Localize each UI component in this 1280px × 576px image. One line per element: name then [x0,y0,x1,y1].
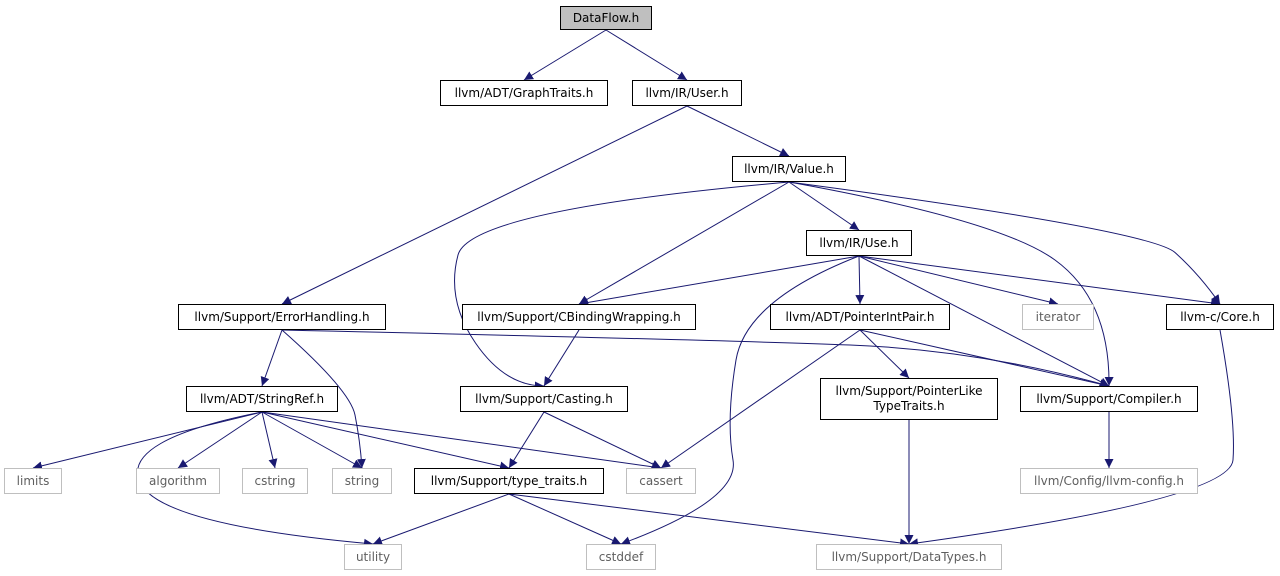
edge-use-to-pointerintpair [855,255,865,305]
edge-stringref-to-cstring [261,411,278,469]
edge-value-to-compiler [788,181,1114,387]
edge-user-to-errorhandling [281,105,688,305]
edge-cbindingwrapping-to-casting [543,329,580,387]
edge-core-to-datatypes [908,329,1234,548]
edge-use-to-cbindingwrapping [578,255,860,307]
node-compiler[interactable]: llvm/Support/Compiler.h [1020,386,1198,412]
edge-pointerintpair-to-pointerliketypetraits [859,329,910,379]
edge-pointerintpair-to-cassert [660,329,861,469]
node-core[interactable]: llvm-c/Core.h [1166,304,1274,330]
node-type-traits[interactable]: llvm/Support/type_traits.h [414,468,604,494]
node-string: string [332,468,392,494]
node-cassert: cassert [626,468,696,494]
edge-dataflow-to-user [605,29,688,81]
node-casting[interactable]: llvm/Support/Casting.h [460,386,628,412]
node-graphtraits[interactable]: llvm/ADT/GraphTraits.h [440,80,608,106]
edge-type_traits-to-cstddef [508,493,622,545]
edge-use-to-core [858,255,1221,308]
node-cstddef: cstddef [586,544,656,570]
node-value[interactable]: llvm/IR/Value.h [732,156,846,182]
edge-stringref-to-string [261,411,363,469]
edge-errorhandling-to-stringref [260,329,283,387]
edge-stringref-to-algorithm [177,411,263,469]
edge-stringref-to-limits [32,411,263,471]
edge-type_traits-to-datatypes [508,493,910,548]
node-datatypes: llvm/Support/DataTypes.h [816,544,1002,570]
node-user[interactable]: llvm/IR/User.h [632,80,742,106]
node-cbindingwrapping[interactable]: llvm/Support/CBindingWrapping.h [462,304,696,330]
node-llvm-config: llvm/Config/llvm-config.h [1020,468,1198,494]
edge-stringref-to-cassert [261,411,662,472]
edge-type_traits-to-utility [372,493,510,546]
node-pointerliketypetraits[interactable]: llvm/Support/PointerLike TypeTraits.h [820,378,998,420]
edge-use-to-iterator [858,255,1059,307]
node-errorhandling[interactable]: llvm/Support/ErrorHandling.h [178,304,386,330]
node-algorithm: algorithm [136,468,220,494]
edge-value-to-core [788,181,1221,305]
edge-errorhandling-to-compiler [281,329,1110,388]
edge-casting-to-cassert [543,411,662,469]
edge-pointerintpair-to-compiler [859,329,1110,389]
edge-user-to-value [686,105,790,157]
edge-value-to-use [788,181,860,231]
node-stringref[interactable]: llvm/ADT/StringRef.h [186,386,338,412]
edge-use-to-cstddef [620,255,860,546]
node-iterator: iterator [1022,304,1094,330]
edge-dataflow-to-graphtraits [523,29,607,81]
edge-use-to-compiler [858,255,1110,387]
node-cstring: cstring [242,468,308,494]
node-use[interactable]: llvm/IR/Use.h [806,230,912,256]
edge-value-to-casting [454,181,790,391]
node-utility: utility [344,544,402,570]
edge-stringref-to-type_traits [261,411,510,471]
node-dataflow[interactable]: DataFlow.h [560,6,652,30]
edge-errorhandling-to-string [281,329,366,469]
node-limits: limits [4,468,62,494]
node-pointerintpair[interactable]: llvm/ADT/PointerIntPair.h [770,304,950,330]
edge-value-to-cbindingwrapping [578,181,790,305]
edge-casting-to-type_traits [508,411,545,469]
